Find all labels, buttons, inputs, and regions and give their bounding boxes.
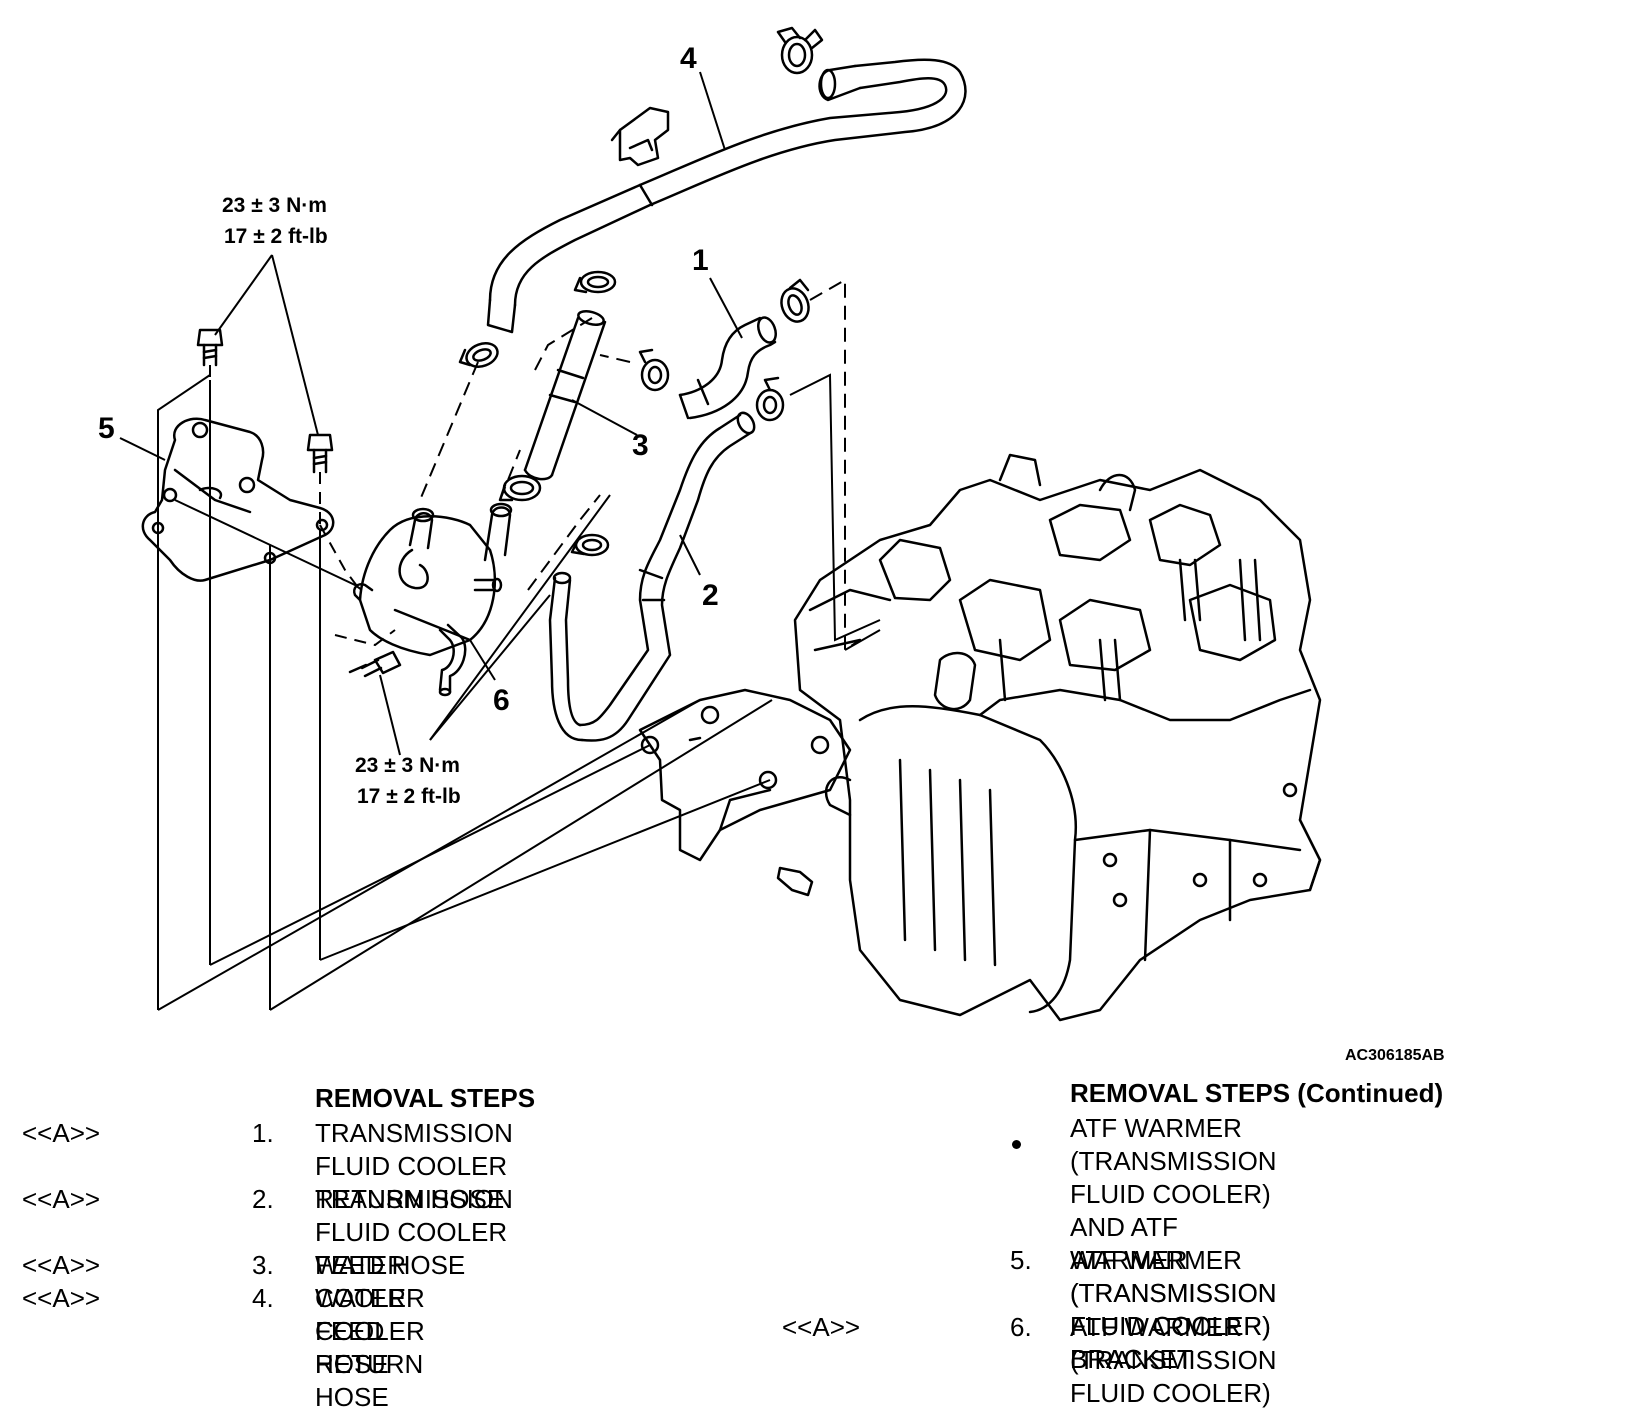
step-text: WATER COOLER RETURN HOSE (315, 1283, 425, 1412)
step-text: ATF WARMER (TRANSMISSION FLUID COOLER) B… (1070, 1245, 1277, 1374)
step-number: 3. (252, 1250, 274, 1280)
step-ref: <<A>> (782, 1312, 861, 1342)
torque-upper-metric: 23 ± 3 N·m (222, 194, 327, 217)
transmission-fluid-cooler-feed-hose (548, 411, 756, 742)
transmission-mount-bracket (638, 688, 852, 897)
removal-steps-right: REMOVAL STEPS (Continued) ATF WARMER (TR… (760, 1075, 1620, 1408)
step-number: 2. (252, 1184, 274, 1214)
bolt-upper-right (306, 433, 334, 474)
step-number: 5. (1010, 1245, 1032, 1275)
hose-clamp-3-upper (573, 270, 617, 294)
hose-clamp-1-right (780, 278, 810, 323)
bolt-upper-left (196, 328, 224, 367)
step-number: 4. (252, 1283, 274, 1313)
removal-steps-heading: REMOVAL STEPS (315, 1083, 536, 1113)
callout-5: 5 (98, 412, 115, 445)
callout-2: 2 (702, 579, 719, 612)
step-text: WATER COOLER FEED HOSE (315, 1250, 425, 1379)
hose-clamp-1-left (638, 348, 670, 392)
hose-clamp-top (776, 26, 824, 75)
hose-clamp-4-lower (458, 342, 499, 368)
alignment-lines (157, 278, 881, 1011)
torque-upper-imperial: 17 ± 2 ft-lb (224, 225, 328, 248)
torque-lower-metric: 23 ± 3 N·m (355, 754, 460, 777)
step-number: 1. (252, 1118, 274, 1148)
step-number: 6. (1010, 1312, 1032, 1342)
step-text: ATF WARMER (TRANSMISSION FLUID COOLER) (1070, 1312, 1277, 1408)
step-text: ATF WARMER (TRANSMISSION FLUID COOLER) A… (1070, 1113, 1277, 1374)
callout-4: 4 (680, 42, 697, 75)
exploded-diagram: 4 1 3 2 5 6 23 ± 3 N·m 17 ± 2 ft-lb 23 ±… (98, 26, 1445, 1060)
atf-warmer-bracket (141, 417, 335, 582)
water-cooler-return-hose (486, 58, 967, 334)
hose-clamp-2-left (570, 533, 610, 557)
removal-steps-left: REMOVAL STEPS <<A>> 1. TRANSMISSION FLUI… (0, 1080, 760, 1412)
atf-warmer (353, 502, 513, 697)
water-cooler-feed-hose (523, 310, 607, 481)
step-ref: <<A>> (22, 1283, 101, 1313)
hose-clamp-3-lower (498, 474, 542, 502)
callout-6: 6 (493, 684, 510, 717)
removal-steps-continued-heading: REMOVAL STEPS (Continued) (1070, 1078, 1444, 1108)
callout-1: 1 (692, 244, 709, 277)
leader-lines (119, 71, 743, 756)
hose-clamp-2-right (755, 376, 785, 422)
figure-id: AC306185AB (1345, 1047, 1445, 1060)
hose-bracket (610, 106, 670, 167)
step-ref: <<A>> (22, 1250, 101, 1280)
bolt-lower (348, 650, 402, 678)
step-text: TRANSMISSION FLUID COOLER FEED HOSE (315, 1184, 513, 1280)
torque-lower-imperial: 17 ± 2 ft-lb (357, 785, 461, 808)
callout-3: 3 (632, 429, 649, 462)
transmission-assembly (793, 453, 1322, 1022)
step-bullet (1012, 1124, 1021, 1157)
step-text: TRANSMISSION FLUID COOLER RETURN HOSE (315, 1118, 513, 1214)
step-ref: <<A>> (22, 1118, 101, 1148)
step-ref: <<A>> (22, 1184, 101, 1214)
